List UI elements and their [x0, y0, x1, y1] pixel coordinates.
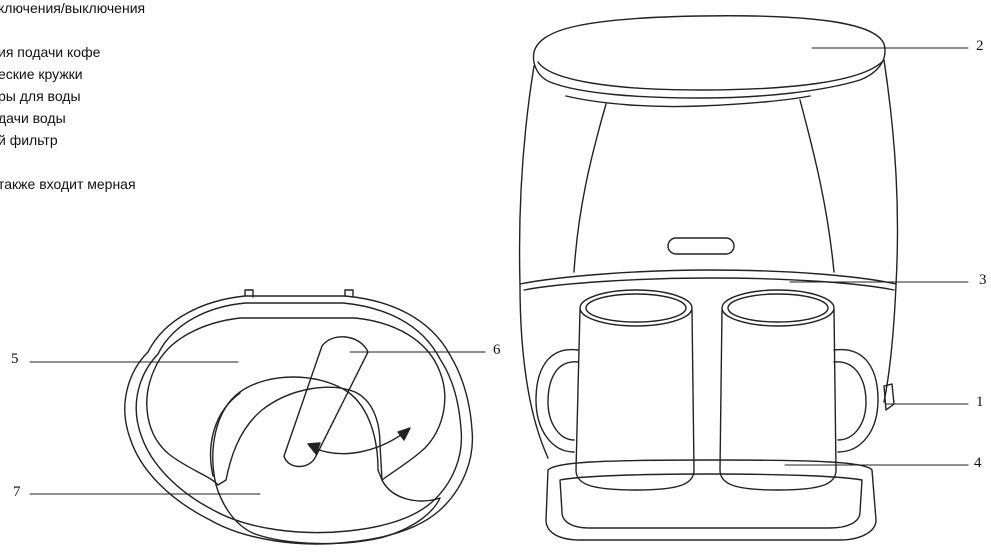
water-reservoir-band [519, 269, 897, 291]
coffee-maker-drawing [518, 15, 899, 541]
callout-3: 3 [979, 272, 987, 288]
body-top-band [565, 95, 811, 108]
cup-right-handle [833, 348, 879, 453]
lid [532, 15, 886, 99]
legend-line-4: еские кружки [0, 66, 83, 82]
drip-tray [545, 459, 877, 541]
filter-basket [212, 376, 441, 545]
legend-line-6: дачи воды [0, 110, 66, 126]
callout-1: 1 [976, 394, 984, 410]
water-tank-area [146, 317, 446, 486]
callout-4: 4 [974, 455, 982, 471]
rotation-arrow [313, 431, 406, 455]
callout-2: 2 [976, 38, 984, 54]
legend-line-9: также входит мерная [0, 176, 136, 192]
legend-line-1: ключения/выключения [0, 0, 146, 16]
parts-legend: ключения/выключения ия подачи кофе еские… [0, 0, 145, 195]
power-switch [883, 383, 895, 411]
rotation-arrowhead-left [307, 442, 321, 455]
leader-lines [29, 47, 969, 495]
lid-edge [537, 61, 883, 91]
callout-6: 6 [493, 342, 501, 358]
callout-7: 7 [13, 484, 21, 500]
callout-5: 5 [11, 351, 19, 367]
cup-right [719, 289, 879, 491]
filter-holder-outer-rim [135, 302, 463, 534]
legend-line-7: й фильтр [0, 132, 58, 148]
filter-holder-notch-left [244, 289, 254, 298]
indicator-window [667, 237, 735, 255]
legend-line-3: ия подачи кофе [0, 44, 101, 60]
spout-arm [283, 336, 369, 468]
filter-holder-notch-right [344, 289, 354, 298]
body-inner-left [573, 103, 607, 273]
rotation-arrowhead-right [397, 427, 411, 441]
body-outline [518, 59, 899, 459]
legend-line-5: ры для воды [0, 88, 81, 104]
drip-tray-inner [559, 473, 863, 529]
cup-left-handle [535, 348, 579, 453]
body-inner-right [799, 99, 835, 273]
filter-holder-drawing [124, 289, 474, 545]
filter-basket-inner-edge [209, 392, 241, 477]
